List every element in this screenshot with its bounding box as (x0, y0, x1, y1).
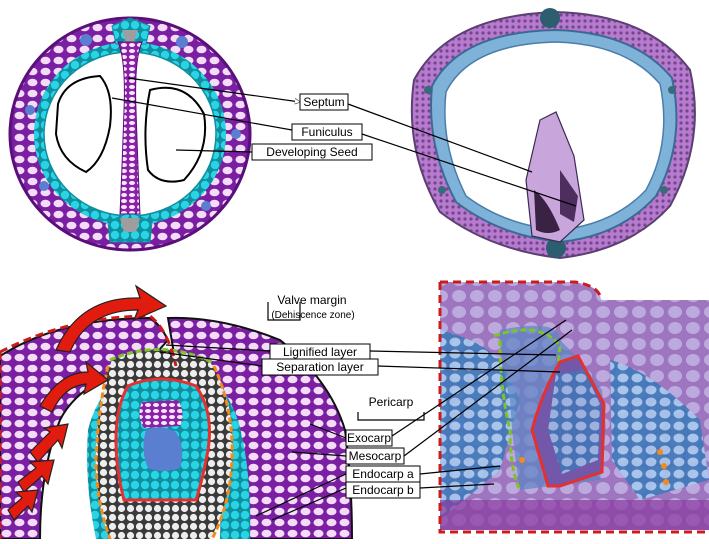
label-pericarp: Pericarp (369, 395, 414, 409)
leader-separation-left (159, 351, 263, 367)
leader-lignified-left (165, 344, 271, 352)
leader-septum-right (347, 103, 533, 173)
leader-funiculus-right (361, 133, 577, 207)
leader-mesocarp-left (291, 451, 347, 457)
label-lignified-layer: Lignified layer (283, 345, 357, 359)
leader-septum-left (127, 77, 300, 102)
pericarp-bracket (357, 412, 425, 421)
leader-endocarp-a-right (419, 465, 501, 475)
leader-lines-top (111, 77, 577, 207)
label-endocarp-a: Endocarp a (352, 467, 414, 481)
label-septum: Septum (303, 95, 344, 109)
leader-endocarp-b-right (419, 483, 495, 489)
leader-developing-seed (175, 149, 253, 153)
micrograph-cross-section (410, 8, 696, 260)
leader-lignified-right (369, 350, 557, 356)
label-endocarp-b: Endocarp b (352, 483, 414, 497)
leader-exocarp-left (309, 423, 347, 439)
leader-mesocarp-right (403, 329, 573, 457)
leader-separation-right (377, 365, 561, 373)
valve-margin-bracket (267, 302, 301, 321)
schematic-cross-section (8, 16, 252, 252)
label-valve-margin: Valve margin (277, 293, 346, 307)
leader-exocarp-right (391, 319, 567, 437)
label-exocarp: Exocarp (347, 431, 391, 445)
valve-margin-schematic (0, 314, 354, 539)
leader-lines-bottom (159, 302, 573, 521)
leader-funiculus-left (111, 97, 293, 131)
valve-margin-micrograph (440, 282, 709, 530)
leader-endocarp-b-left (271, 487, 347, 521)
label-mesocarp: Mesocarp (349, 449, 402, 463)
labels: Septum Funiculus Developing Seed Valve m… (251, 93, 421, 499)
label-dehiscence-zone: (Dehiscence zone) (271, 310, 354, 321)
label-separation-layer: Separation layer (276, 360, 363, 374)
leader-endocarp-a-left (255, 473, 347, 517)
dehiscence-arrows (7, 284, 168, 521)
label-funiculus: Funiculus (301, 125, 352, 139)
label-developing-seed: Developing Seed (266, 145, 357, 159)
